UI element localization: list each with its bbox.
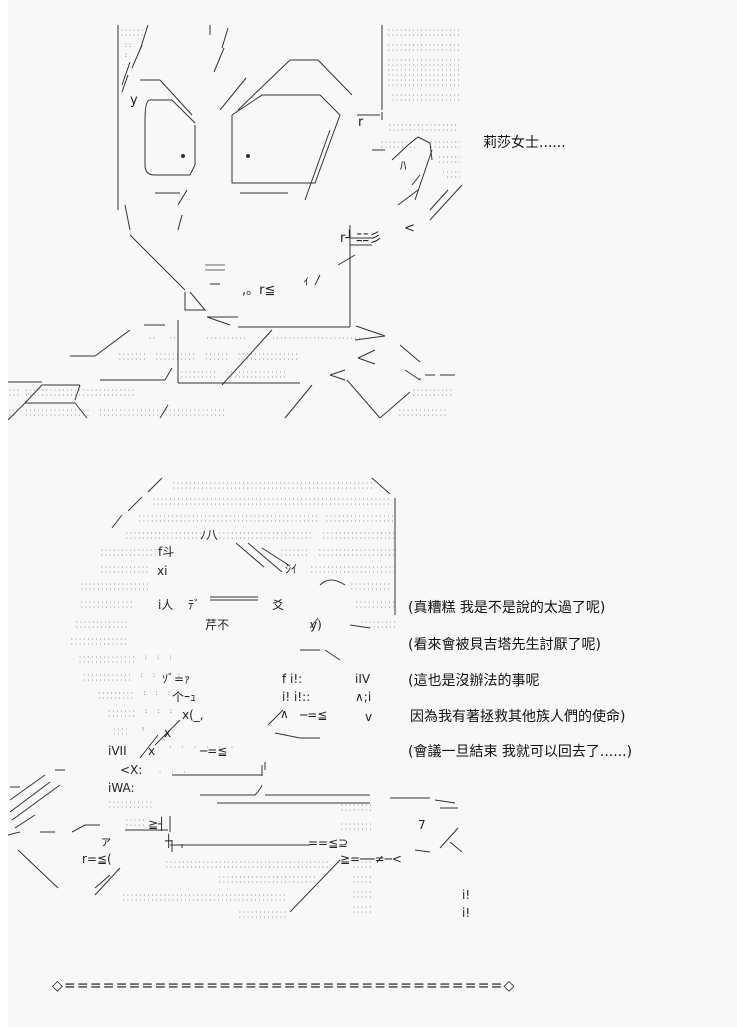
thought-line-5: (會議一旦結束 我就可以回去了......)	[408, 744, 633, 760]
face-mark: x	[148, 744, 156, 758]
hand-mark: ﾊ	[400, 159, 407, 174]
hair-texture: ················· ·················	[80, 582, 150, 593]
left-margin-strip	[0, 0, 8, 1027]
face-mark: iVII	[108, 744, 127, 758]
face-mark: i! i!::	[282, 690, 311, 704]
shoulder-texture: ······· ·········· ······ ··············…	[118, 352, 299, 363]
shoulder-texture: ········· ··············· ········· ····…	[180, 370, 287, 380]
face-mark: 个ｰｭ	[172, 690, 197, 704]
arm-texture: · · ·	[150, 770, 188, 776]
hair-texture: ·············· : : : ··············	[78, 655, 173, 665]
hair-texture: ············· ·············	[80, 600, 134, 611]
shoulder-texture: ·· ················ ····················…	[8, 408, 226, 418]
hand-mark: r┘	[340, 231, 354, 246]
eye-mark: 爻	[272, 598, 285, 612]
hair-texture: ············ ············	[100, 565, 150, 576]
face-mark: ─=≦	[300, 708, 328, 722]
face-mark: ｨ	[303, 274, 310, 289]
hair-texture: ···················· ···················…	[125, 531, 205, 542]
hair-texture: ························· ··············…	[387, 28, 459, 104]
hair-texture: ·················· ··················	[322, 531, 394, 542]
hair-texture: ·········· ··········	[350, 582, 392, 593]
face-mark: f i!:	[282, 672, 303, 686]
hair-texture: ························ ···············…	[218, 531, 313, 542]
face-mark: x(_,	[182, 708, 204, 722]
body-texture: ························ ···············…	[218, 875, 317, 886]
body-texture: ········ ········	[340, 803, 373, 814]
thought-line-3: (這也是沒辦法的事呢	[408, 673, 540, 689]
hair-texture: ········· : : : : ·········	[97, 691, 184, 701]
face-mark: ∧;i	[355, 690, 372, 704]
face-mark: y	[130, 93, 138, 108]
eye-mark: 芹不	[205, 618, 230, 632]
panel-1-caption: 莉莎女士......	[483, 135, 566, 151]
hair-texture: ············· ·············	[75, 620, 129, 630]
body-texture: ········ ········	[340, 822, 373, 833]
thought-line-4: 因為我有著拯救其他族人們的使命)	[410, 709, 626, 725]
shoulder-texture: ·········· ··········	[412, 388, 454, 398]
hair-texture: ············ : : : : ············	[82, 673, 180, 683]
face-mark: iIV	[355, 672, 371, 686]
body-mark: 7	[418, 818, 426, 832]
shoulder-texture: ·· ·· ·········· ······················	[148, 336, 363, 342]
body-texture: ········································…	[122, 893, 287, 904]
hair-texture: ·············· : : : ··············	[70, 637, 128, 647]
hair-texture: ···· ! ····	[112, 727, 146, 737]
hair-mark: ｼｲ	[285, 562, 298, 576]
hair-texture: ······················· ················…	[388, 123, 458, 134]
hair-texture: ················· ·················	[325, 514, 393, 525]
face-mark: ∧	[280, 707, 289, 721]
face-mark: ─=≦	[200, 744, 228, 758]
hair-texture: ·········· ··········	[355, 600, 395, 611]
body-mark: ┼	[165, 834, 173, 848]
hair-texture: ········· ·········	[360, 620, 398, 630]
hand-mark: <	[404, 221, 415, 236]
hair-texture: ······· ······· :: :	[120, 28, 145, 59]
hair-texture: ········································…	[172, 481, 372, 492]
body-texture: ····· ····· ····· ····· ····· ····· ····…	[352, 860, 373, 916]
hair-mark: f斗	[158, 545, 175, 559]
body-mark: ァ	[100, 834, 113, 848]
face-mark: x	[164, 726, 172, 740]
body-texture: ············ ············	[238, 910, 288, 921]
hair-texture: ··················· ···················	[318, 548, 394, 559]
hair-texture: ········································…	[138, 514, 318, 525]
hair-texture: ······· ·······	[280, 548, 309, 559]
hand-texture: ········ ········· ········· ········ ··…	[380, 140, 460, 181]
body-mark: i!	[462, 888, 471, 902]
thought-line-1: (真糟糕 我是不是說的太過了呢)	[408, 600, 606, 616]
hair-texture: ········································…	[152, 497, 392, 508]
hand-mark: ﾆﾆ彡	[356, 231, 383, 246]
shoulder-texture: ············ ············	[398, 408, 448, 418]
hair-mark: i人	[158, 598, 174, 612]
body-mark: iWA:	[108, 781, 135, 795]
hair-mark: xi	[157, 564, 168, 578]
eye-mark: y)	[310, 618, 322, 632]
body-mark: ≧=──≠─<	[340, 852, 402, 866]
eye-mark: ﾃﾞ	[188, 598, 201, 612]
face-mark: v	[365, 710, 373, 724]
hair-mark: ﾉ八	[200, 528, 219, 542]
hair-texture: ····················· ··················…	[310, 565, 394, 576]
body-mark: <X:	[120, 763, 143, 777]
body-texture: ····· ·····	[125, 818, 146, 829]
hair-texture: ······· : : : ·······	[107, 709, 174, 719]
panel-1-line-art	[7, 24, 463, 421]
body-mark: r=≦(	[82, 852, 112, 866]
thought-line-2: (看來會被貝吉塔先生討厭了呢)	[408, 637, 601, 653]
arm-texture: · · · · · · ·	[148, 745, 235, 751]
body-mark: ≧┤	[148, 817, 166, 831]
body-mark: i!	[462, 906, 471, 920]
mouth-mark: ,。r≦	[242, 283, 276, 298]
face-mark: ｿﾞ=ｧ	[162, 672, 191, 686]
hair-mark: r	[358, 115, 364, 130]
section-divider: ◇==================================◇	[52, 978, 516, 994]
body-mark: ==≦⊇	[308, 836, 349, 850]
shoulder-texture: ··· ··························· ··· ····…	[8, 388, 136, 398]
body-texture: ········································…	[165, 860, 330, 871]
hair-texture: ·············· ··············	[100, 548, 158, 559]
body-texture: ··········· ···········	[108, 800, 154, 811]
